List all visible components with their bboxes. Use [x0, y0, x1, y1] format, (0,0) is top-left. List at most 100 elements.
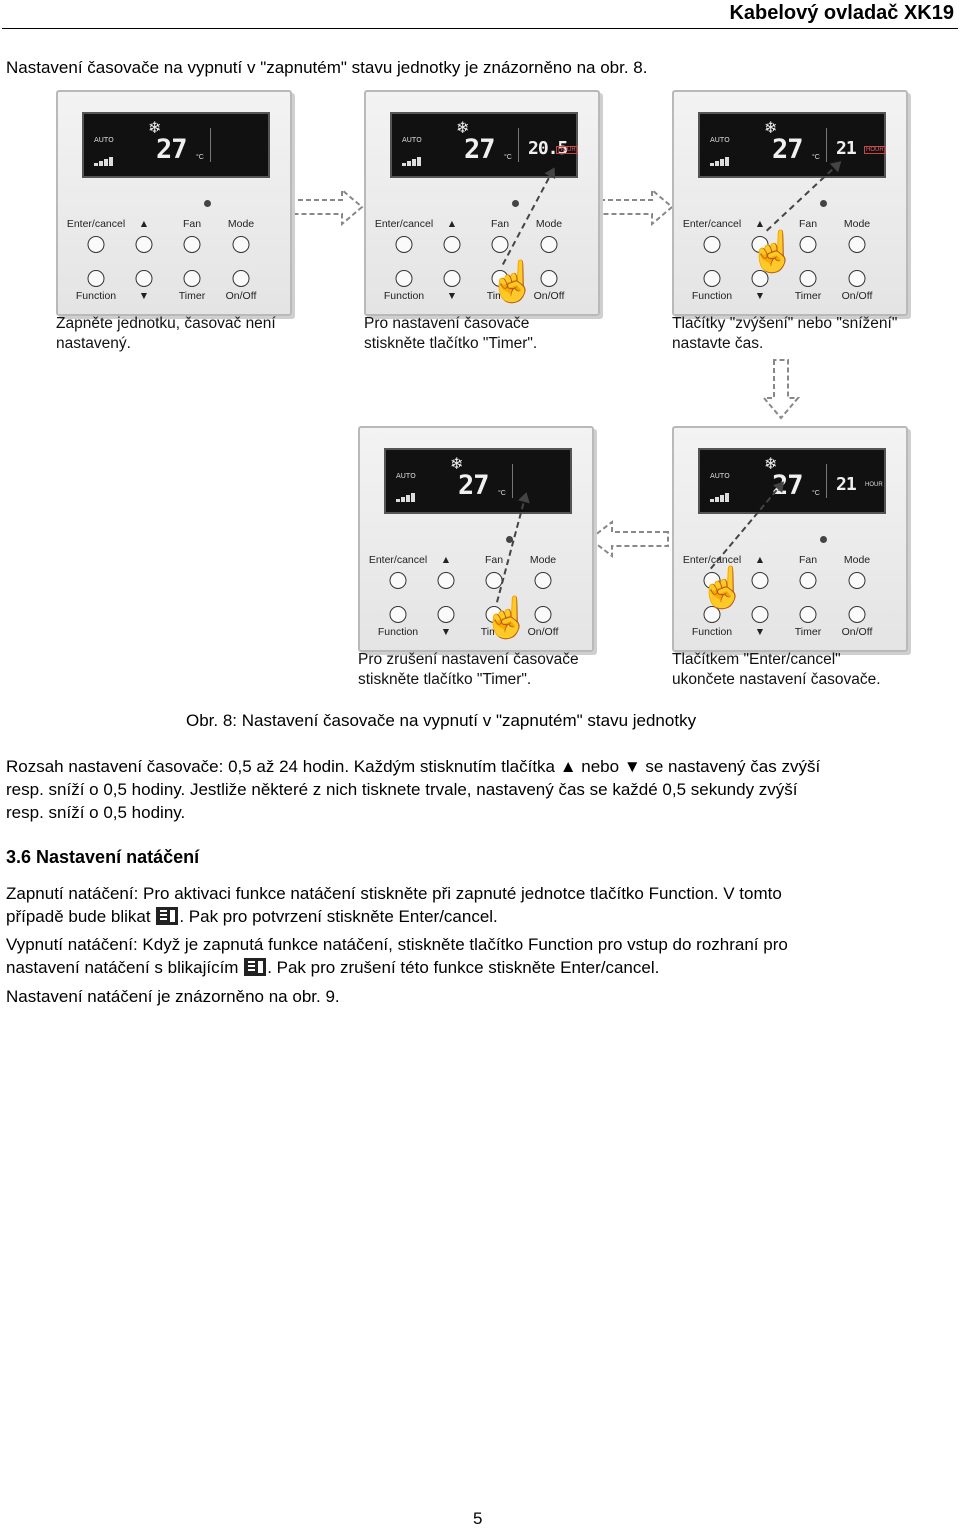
label-timer: Timer: [794, 626, 822, 638]
on-off-button[interactable]: [848, 270, 866, 287]
label-enter-cancel: Enter/cancel: [374, 218, 434, 230]
function-button[interactable]: [389, 606, 407, 623]
label-mode: Mode: [535, 218, 563, 230]
label-enter-cancel: Enter/cancel: [66, 218, 126, 230]
swing-icon: [156, 907, 179, 925]
controller-panel-2: ❄ AUTO 27 °C 20.5 HOUR Enter/cancel ▲ Fa…: [364, 90, 600, 316]
document-header-title: Kabelový ovladač XK19: [729, 2, 954, 24]
temperature-value: 27: [458, 470, 490, 501]
swing-icon: [244, 958, 267, 976]
indicator-dot: [820, 200, 827, 207]
fan-button[interactable]: [799, 236, 817, 253]
temperature-unit: °C: [504, 154, 512, 161]
fan-button[interactable]: [183, 236, 201, 253]
label-on-off: On/Off: [841, 626, 873, 638]
mode-button[interactable]: [534, 572, 552, 589]
enter-cancel-button[interactable]: [389, 572, 407, 589]
caption-panel-4: Pro zrušení nastavení časovače stiskněte…: [358, 651, 579, 688]
hollow-arrow-icon: [591, 187, 674, 227]
down-button[interactable]: [135, 270, 153, 287]
auto-label: AUTO: [710, 136, 730, 144]
up-button[interactable]: [751, 236, 769, 253]
mode-button[interactable]: [848, 572, 866, 589]
label-fan: Fan: [798, 218, 818, 230]
label-down: ▼: [446, 290, 458, 302]
label-down: ▼: [754, 290, 766, 302]
label-down: ▼: [754, 626, 766, 638]
on-off-button[interactable]: [540, 270, 558, 287]
up-button[interactable]: [437, 572, 455, 589]
down-button[interactable]: [437, 606, 455, 623]
snowflake-icon: ❄: [450, 456, 464, 473]
temperature-value: 27: [156, 134, 188, 165]
up-button[interactable]: [443, 236, 461, 253]
label-function: Function: [383, 290, 425, 302]
label-mode: Mode: [843, 218, 871, 230]
label-timer: Timer: [794, 290, 822, 302]
timer-button[interactable]: [799, 270, 817, 287]
temperature-unit: °C: [812, 154, 820, 161]
page-number: 5: [473, 1509, 483, 1528]
up-button[interactable]: [135, 236, 153, 253]
timer-button[interactable]: [183, 270, 201, 287]
fan-speed-icon: [710, 148, 730, 166]
hand-pointer-icon: ☝: [698, 566, 748, 610]
timer-button[interactable]: [491, 270, 509, 287]
fan-button[interactable]: [799, 572, 817, 589]
range-text-line-2: resp. sníží o 0,5 hodiny. Jestliže někte…: [6, 780, 798, 799]
range-text-line-1: Rozsah nastavení časovače: 0,5 až 24 hod…: [6, 757, 821, 776]
enter-cancel-button[interactable]: [703, 572, 721, 589]
fan-speed-icon: [710, 484, 730, 502]
temperature-unit: °C: [812, 490, 820, 497]
enter-cancel-button[interactable]: [395, 236, 413, 253]
enter-cancel-button[interactable]: [703, 236, 721, 253]
label-down: ▼: [440, 626, 452, 638]
swing-off-line-2: nastavení natáčení s blikajícím . Pak pr…: [6, 958, 660, 977]
controller-panel-3: ❄ AUTO 27 °C 21 HOUR Enter/cancel ▲ Fan …: [672, 90, 908, 316]
label-fan: Fan: [484, 554, 504, 566]
label-function: Function: [691, 626, 733, 638]
label-up: ▲: [754, 218, 766, 230]
function-button[interactable]: [703, 606, 721, 623]
flow-arrows: [281, 187, 801, 559]
on-off-button[interactable]: [848, 606, 866, 623]
hour-indicator: HOUR: [556, 146, 578, 154]
timer-button[interactable]: [799, 606, 817, 623]
on-off-button[interactable]: [232, 270, 250, 287]
fan-button[interactable]: [491, 236, 509, 253]
down-button[interactable]: [751, 270, 769, 287]
up-button[interactable]: [751, 572, 769, 589]
label-timer: Timer: [178, 290, 206, 302]
fan-speed-icon: [402, 148, 422, 166]
down-button[interactable]: [751, 606, 769, 623]
label-mode: Mode: [843, 554, 871, 566]
label-enter-cancel: Enter/cancel: [368, 554, 428, 566]
caption-panel-2: Pro nastavení časovače stiskněte tlačítk…: [364, 315, 538, 352]
label-mode: Mode: [227, 218, 255, 230]
range-text-line-3: resp. sníží o 0,5 hodiny.: [6, 803, 186, 822]
label-on-off: On/Off: [527, 626, 559, 638]
label-function: Function: [691, 290, 733, 302]
mode-button[interactable]: [848, 236, 866, 253]
down-button[interactable]: [443, 270, 461, 287]
caption-panel-5: Tlačítkem "Enter/cancel" ukončete nastav…: [672, 651, 881, 688]
mode-button[interactable]: [540, 236, 558, 253]
enter-cancel-button[interactable]: [87, 236, 105, 253]
mode-button[interactable]: [232, 236, 250, 253]
hour-indicator: HOUR: [865, 482, 883, 488]
label-up: ▲: [446, 218, 458, 230]
function-button[interactable]: [395, 270, 413, 287]
hollow-arrow-icon: [281, 187, 364, 227]
hand-pointer-icon: ☝: [748, 230, 798, 274]
controller-panel-4: ❄ AUTO 27 °C Enter/cancel ▲ Fan Mode Fun…: [358, 426, 594, 652]
timer-button[interactable]: [485, 606, 503, 623]
function-button[interactable]: [87, 270, 105, 287]
auto-label: AUTO: [402, 136, 422, 144]
header-rule: [2, 28, 958, 29]
function-button[interactable]: [703, 270, 721, 287]
indicator-dot: [204, 200, 211, 207]
lcd-display: ❄ AUTO 27 °C: [384, 448, 572, 514]
on-off-button[interactable]: [534, 606, 552, 623]
swing-on-line-1: Zapnutí natáčení: Pro aktivaci funkce na…: [6, 884, 782, 903]
hollow-arrow-icon: [588, 519, 669, 559]
